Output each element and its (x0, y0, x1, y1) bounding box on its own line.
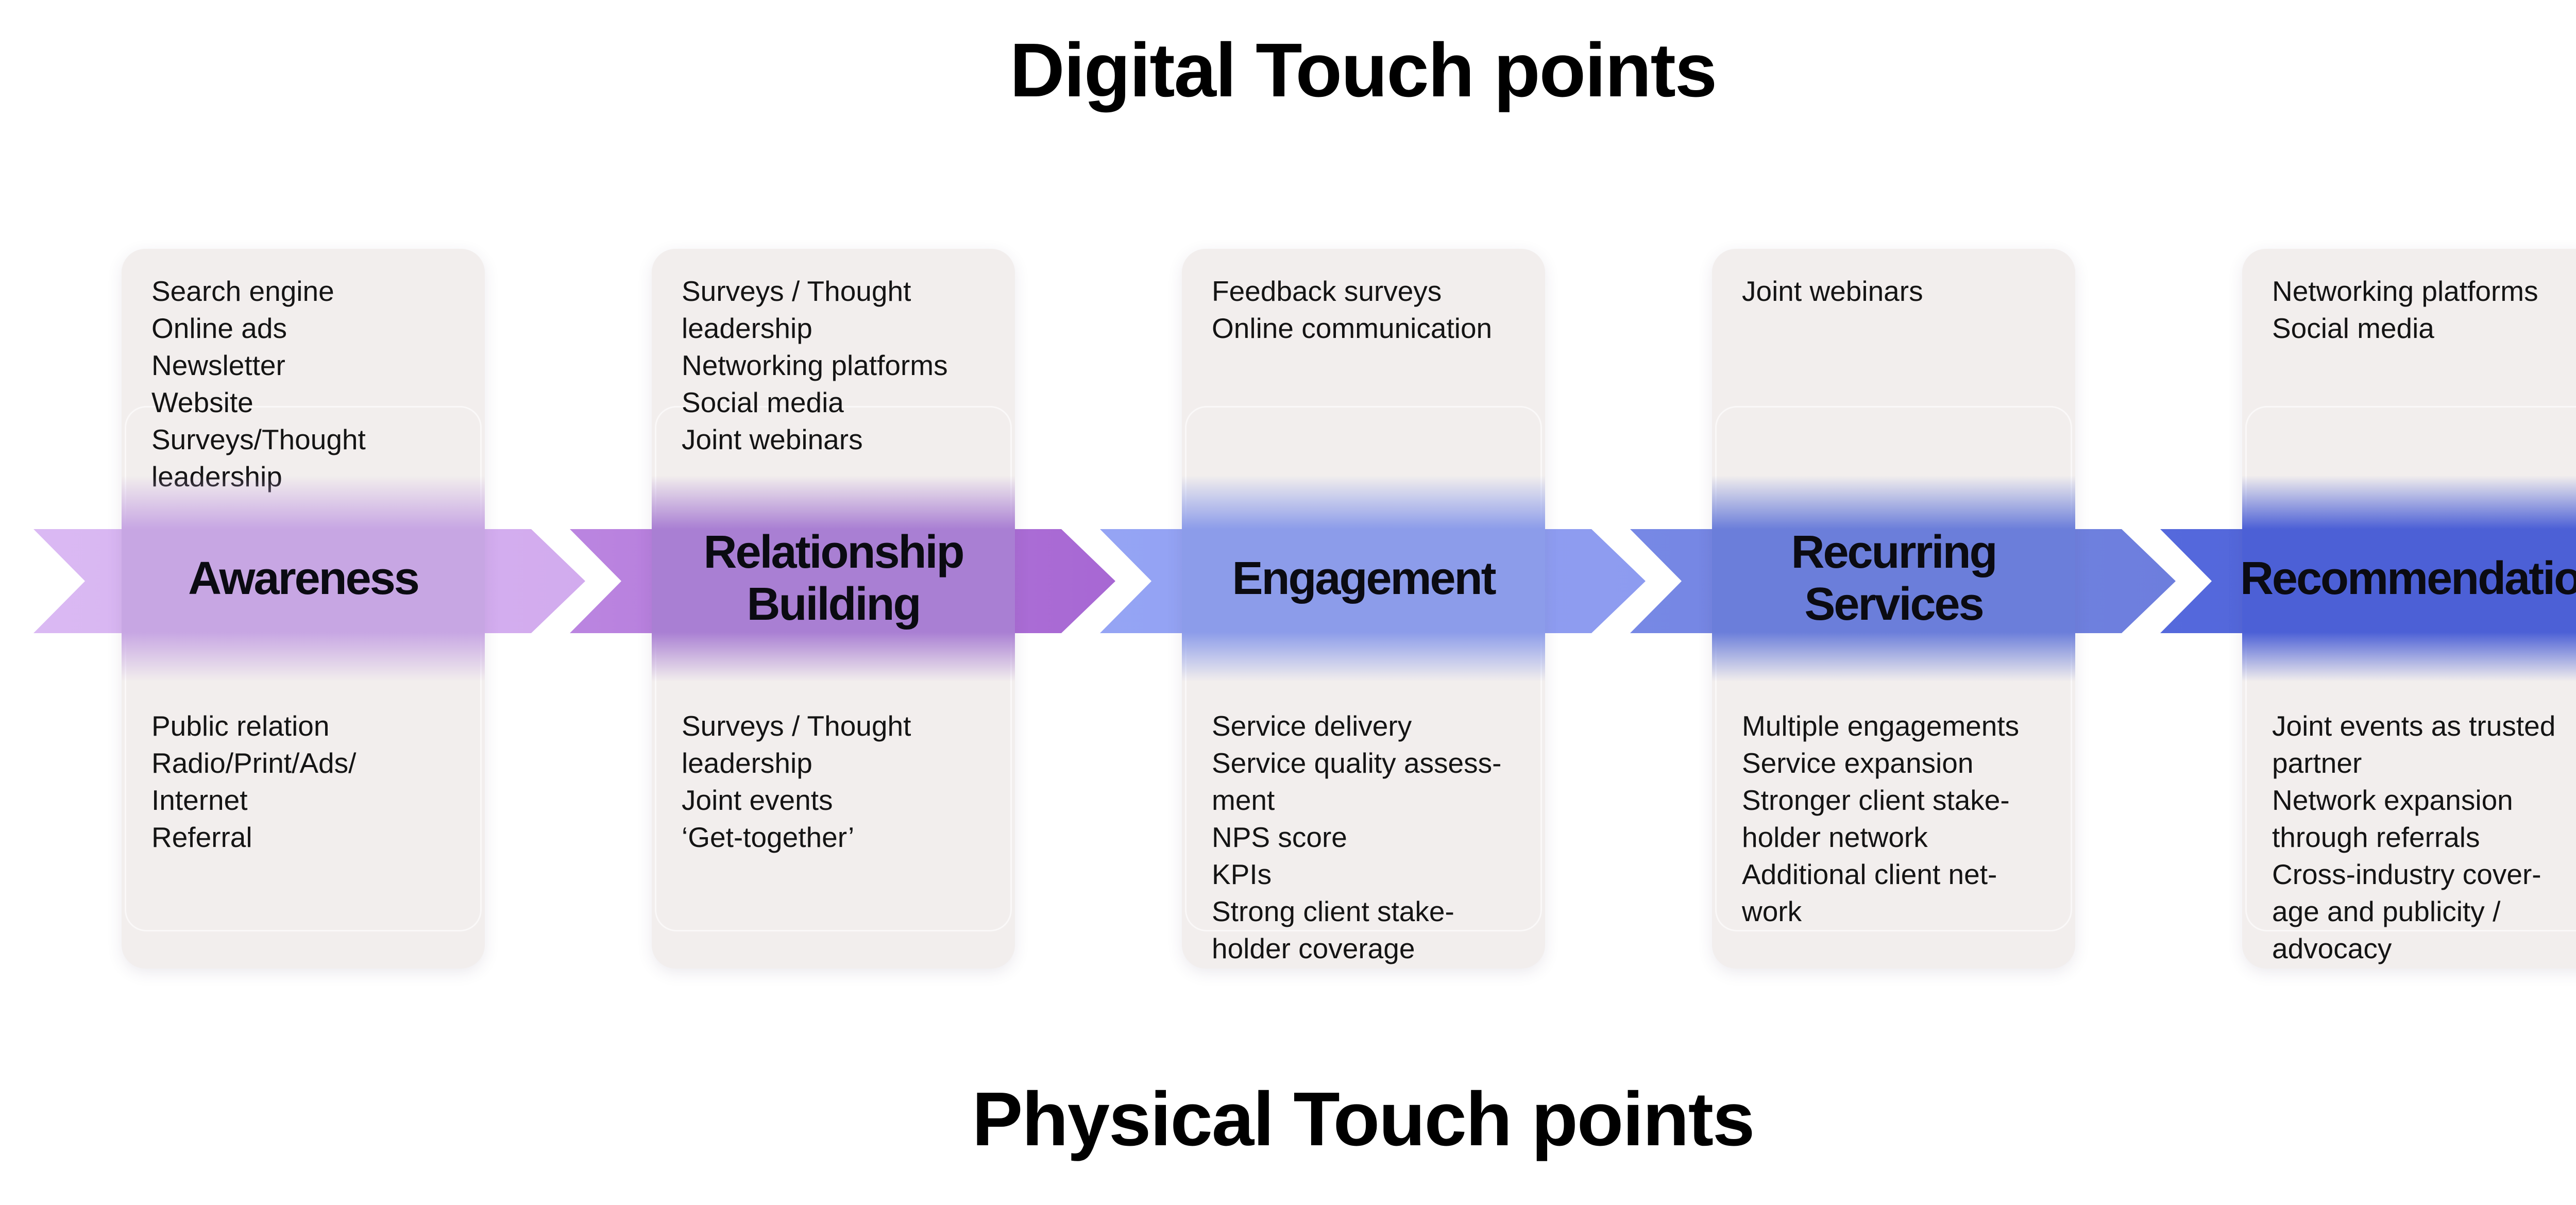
stage-banner: Engagement (1182, 476, 1545, 682)
stage-label-line: Engagement (1232, 552, 1496, 604)
stage-label: Engagement (1232, 552, 1496, 605)
stage-banner: Recommendation (2240, 476, 2576, 682)
touchpoint-line: work (1742, 895, 1802, 927)
touchpoint-line: Search engine (151, 275, 334, 307)
stage-banner: Awareness (122, 476, 485, 682)
stage-label-line: Building (747, 579, 922, 630)
touchpoint-line: holder network (1742, 821, 1928, 853)
touchpoint-line: NPS score (1212, 821, 1347, 853)
touchpoint-line: KPIs (1212, 858, 1272, 890)
touchpoint-line: Multiple engagements (1742, 710, 2020, 742)
touchpoint-line: Surveys/Thought (151, 423, 366, 455)
touchpoint-line: Internet (151, 784, 248, 816)
touchpoint-line: Network expansion (2272, 784, 2513, 816)
touchpoint-line: Referral (151, 821, 252, 853)
touchpoint-line: Joint events as trusted (2272, 710, 2556, 742)
touchpoint-line: Online communication (1212, 312, 1493, 344)
digital-touchpoints-title: Digital Touch points (1009, 28, 1717, 113)
touchpoint-line: Additional client net- (1742, 858, 1997, 890)
touchpoint-line: Joint webinars (1742, 275, 1923, 307)
touchpoint-line: Strong client stake- (1212, 895, 1454, 927)
touchpoint-line: advocacy (2272, 932, 2392, 964)
touchpoint-line: Social media (2272, 312, 2434, 344)
touchpoint-line: leadership (682, 312, 812, 344)
touchpoint-line: through referrals (2272, 821, 2480, 853)
touchpoint-line: Joint webinars (682, 423, 863, 455)
stage-label-line: Services (1804, 579, 1984, 630)
touchpoint-line: partner (2272, 747, 2362, 779)
touchpoint-line: ‘Get-together’ (682, 821, 855, 853)
touchpoint-line: Social media (682, 386, 844, 418)
touchpoint-line: Public relation (151, 710, 330, 742)
stage-label-line: Recommendation (2240, 552, 2576, 604)
stage-label: Awareness (188, 552, 420, 605)
touchpoint-line: Networking platforms (2272, 275, 2538, 307)
touchpoint-line: Service expansion (1742, 747, 1974, 779)
touchpoint-line: Feedback surveys (1212, 275, 1442, 307)
stage-label-line: Relationship (703, 527, 964, 578)
physical-touchpoints-title: Physical Touch points (972, 1077, 1755, 1162)
touchpoint-line: Service delivery (1212, 710, 1412, 742)
touchpoint-line: holder coverage (1212, 932, 1415, 964)
touchpoint-line: Networking platforms (682, 349, 948, 381)
stage-label-line: Recurring (1791, 527, 1997, 578)
touchpoint-line: Surveys / Thought (682, 710, 911, 742)
touchpoint-line: Surveys / Thought (682, 275, 911, 307)
stage-label: Recommendation (2240, 553, 2576, 605)
touchpoint-line: leadership (682, 747, 812, 779)
stage-label-line: Awareness (188, 552, 420, 604)
touchpoint-line: age and publicity / (2272, 895, 2501, 927)
touchpoint-line: Website (151, 386, 253, 418)
touchpoint-line: ment (1212, 784, 1275, 816)
touchpoint-line: Newsletter (151, 349, 285, 381)
digital-touchpoints-list: Joint webinars (1742, 273, 2067, 310)
touchpoint-line: Radio/Print/Ads/ (151, 747, 357, 779)
touchpoint-line: Service quality assess- (1212, 747, 1502, 779)
touchpoint-line: Online ads (151, 312, 287, 344)
touchpoint-line: Stronger client stake- (1742, 784, 2010, 816)
touchpoint-line: Joint events (682, 784, 833, 816)
touchpoint-line: Cross-industry cover- (2272, 858, 2541, 890)
